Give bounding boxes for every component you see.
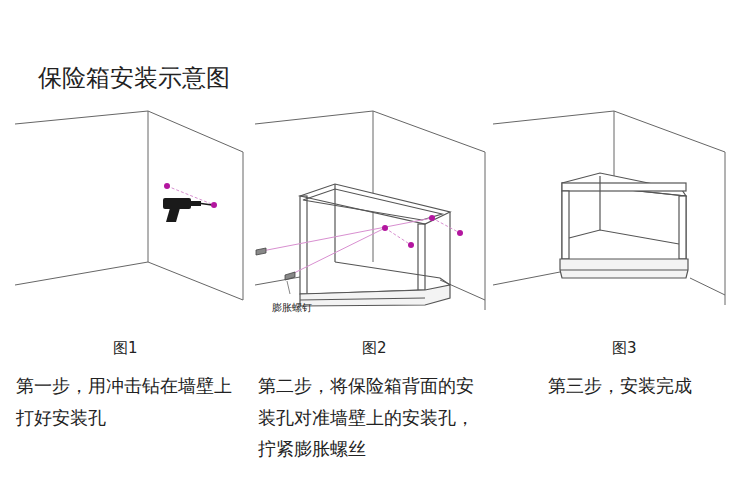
safe-floor <box>335 262 450 285</box>
drill-chuck <box>191 201 201 206</box>
safe-lid <box>562 183 686 191</box>
hole-dot <box>211 202 217 208</box>
safe-hole-dot <box>382 225 388 231</box>
floor-line <box>15 262 243 300</box>
safe-post <box>562 191 569 259</box>
wall-hole-dot <box>408 242 414 248</box>
safe-edge <box>334 184 335 262</box>
drill-bit <box>201 204 212 206</box>
step-text: 第一步，用冲击钻在墙壁上 打好安装孔 <box>16 370 242 433</box>
step-text: 第二步，将保险箱背面的安 装孔对准墙壁上的安装孔， 拧紧膨胀螺丝 <box>258 370 484 465</box>
wall-outline <box>493 111 725 305</box>
alignment-line <box>385 228 411 245</box>
floor-line <box>255 277 300 285</box>
safe-frame <box>300 184 450 306</box>
safe-top-inner <box>303 189 442 220</box>
safe-top <box>562 173 686 196</box>
safe-inner-floor <box>569 230 679 244</box>
safe-post <box>418 224 425 290</box>
alignment-line <box>292 228 385 274</box>
alignment-line <box>432 218 460 233</box>
wall-corner <box>373 111 374 262</box>
expansion-screw <box>285 272 295 280</box>
wall-outline <box>255 111 485 310</box>
safe-inner-edge <box>599 176 600 230</box>
safe-base-line <box>300 298 425 300</box>
safe-base-line <box>560 269 688 270</box>
impact-drill <box>163 198 212 222</box>
walls <box>15 111 725 310</box>
wall-outline <box>15 111 243 300</box>
figure-number: 图1 <box>113 335 138 361</box>
expansion-screw <box>256 248 266 255</box>
safe-base <box>560 259 688 278</box>
safe-post <box>300 196 307 294</box>
alignment-line <box>262 218 432 251</box>
safe-top <box>300 184 450 224</box>
wall-corner <box>614 111 615 182</box>
floor-line <box>690 278 725 295</box>
drill-body <box>163 198 191 209</box>
safe-front <box>562 183 686 262</box>
title: 保险箱安装示意图 <box>38 62 230 94</box>
part-label: 膨胀螺钉 <box>272 299 312 317</box>
step-text: 第三步，安装完成 <box>548 370 738 402</box>
figure-number: 图3 <box>612 335 637 361</box>
wall-corner <box>148 111 149 262</box>
safe-hole-dot <box>429 215 435 221</box>
wall-hole-dot <box>457 230 463 236</box>
drill-handle <box>166 208 180 222</box>
leader-line <box>287 281 290 294</box>
safe-installed <box>560 173 688 278</box>
safe-post <box>679 196 686 259</box>
safe-base <box>300 285 450 306</box>
expansion-screws <box>256 248 295 280</box>
safe-edge <box>449 212 450 285</box>
floor-line <box>493 272 560 285</box>
hole-dot <box>164 183 170 189</box>
figure-number: 图2 <box>362 335 387 361</box>
alignment-lines <box>262 218 460 274</box>
